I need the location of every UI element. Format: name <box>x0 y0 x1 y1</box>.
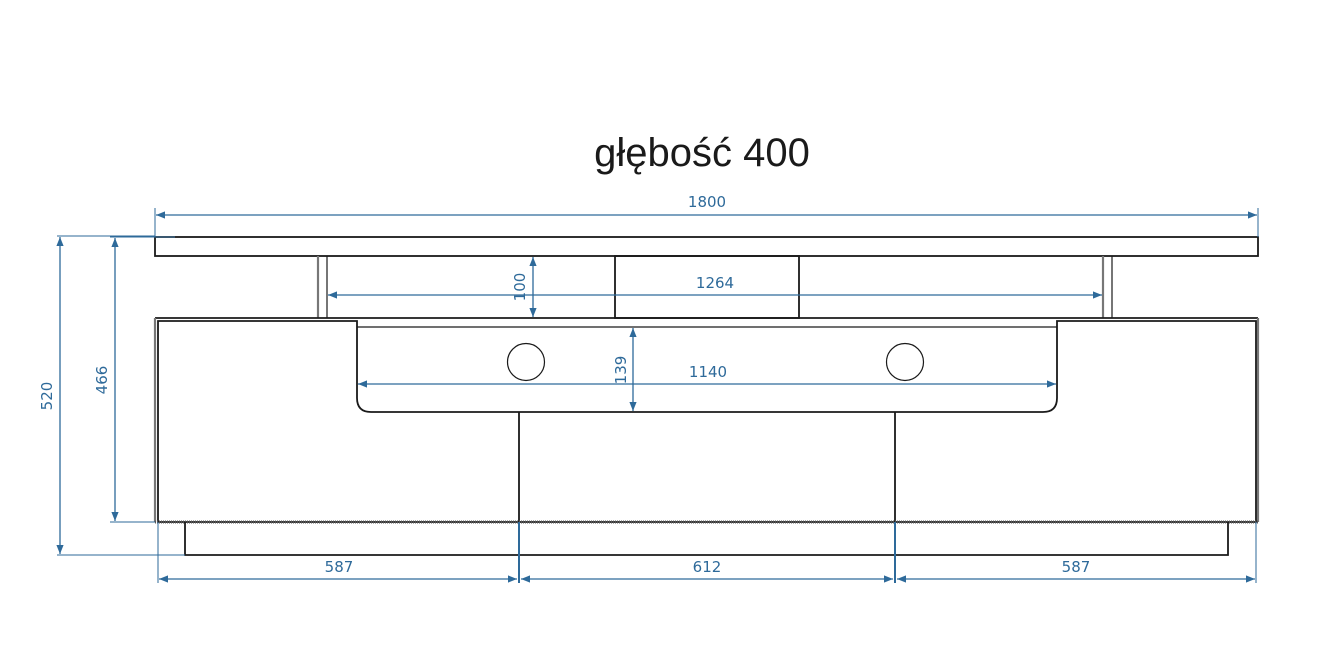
dim-niche-width: 1140 <box>689 363 727 381</box>
dim-right-door-width: 587 <box>1062 558 1091 576</box>
dim-overall-width: 1800 <box>688 193 726 211</box>
dim-middle-door-width: 612 <box>693 558 722 576</box>
dim-overall-height: 520 <box>38 382 56 411</box>
dim-body-height: 466 <box>93 366 111 395</box>
dim-left-door-width: 587 <box>325 558 354 576</box>
dim-shelf-opening-height: 100 <box>511 273 529 302</box>
dim-niche-height: 139 <box>612 356 630 385</box>
cabinet-body-outline <box>157 320 1257 523</box>
plinth <box>184 522 1229 556</box>
depth-title: głębość 400 <box>594 131 810 175</box>
top-shelf-board <box>154 236 1259 257</box>
dim-shelf-opening-width: 1264 <box>696 274 734 292</box>
cable-hole-left <box>506 342 546 382</box>
cable-hole-right <box>885 342 925 382</box>
